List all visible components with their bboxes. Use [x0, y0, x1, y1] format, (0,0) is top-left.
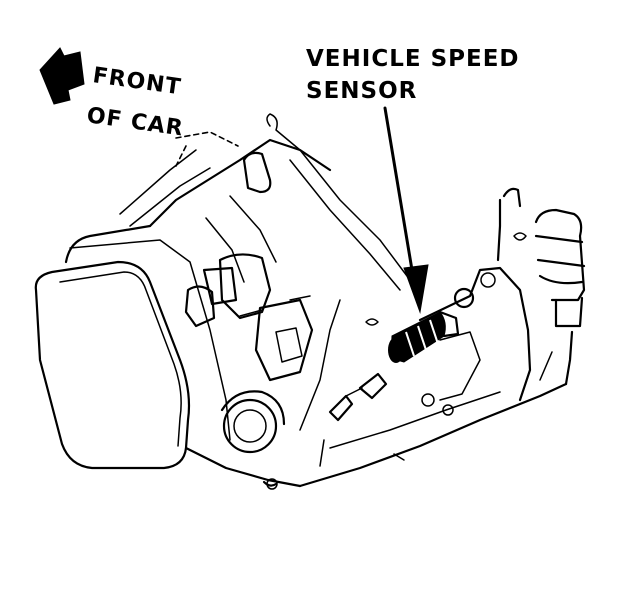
transaxle-body [34, 113, 586, 490]
front-label-line2: OF CAR [85, 103, 185, 141]
sensor-label-line2: SENSOR [306, 78, 417, 104]
vehicle-speed-sensor [388, 310, 460, 363]
sensor-pointer-arrow [383, 106, 429, 314]
front-arrow-icon [39, 47, 85, 105]
front-label-line1: FRONT [91, 63, 183, 100]
sensor-label-line1: VEHICLE SPEED [306, 46, 520, 72]
